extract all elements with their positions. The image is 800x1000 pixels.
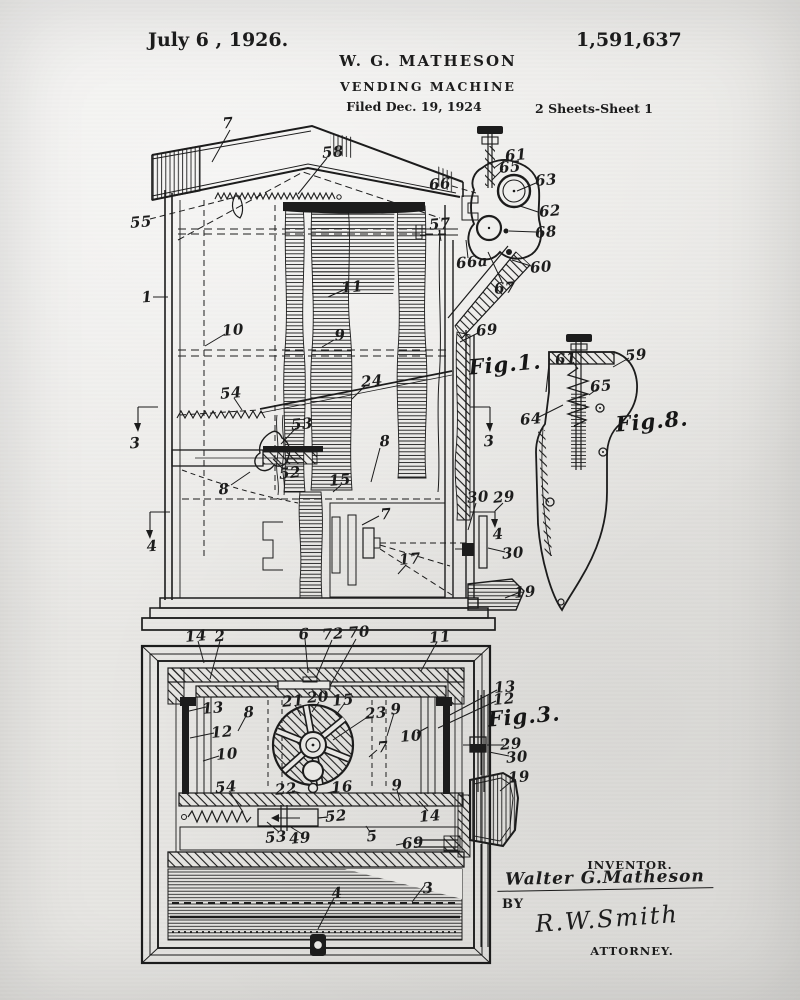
filed-line: Filed Dec. 19, 1924 xyxy=(346,99,482,114)
invention-title: VENDING MACHINE xyxy=(340,79,516,94)
fig3-group xyxy=(140,644,520,965)
sheet-line: 2 Sheets-Sheet 1 xyxy=(535,101,653,116)
inventor-name-heading: W. G. MATHESON xyxy=(339,52,517,70)
patent-date: July 6 , 1926. xyxy=(148,29,289,51)
leader-lines xyxy=(149,129,630,930)
fig1-group xyxy=(134,124,543,631)
patent-number: 1,591,637 xyxy=(576,29,682,51)
fig8-group xyxy=(535,334,638,612)
